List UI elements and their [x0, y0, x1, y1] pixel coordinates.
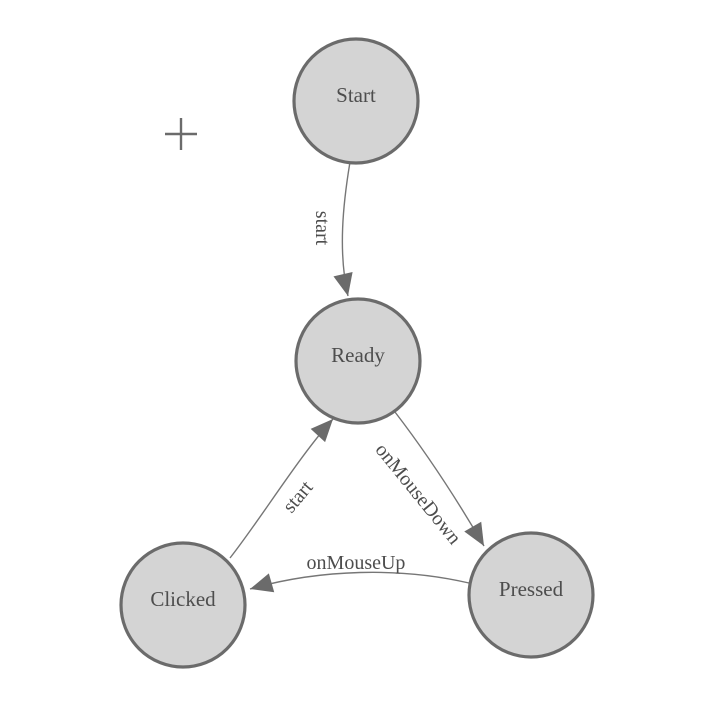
state-node-start[interactable]: Start — [292, 37, 420, 165]
state-circle[interactable] — [292, 37, 420, 165]
state-circle[interactable] — [467, 531, 595, 659]
transition-clicked-to-ready[interactable]: start — [229, 418, 334, 559]
transition-path[interactable] — [249, 571, 470, 593]
state-node-pressed[interactable]: Pressed — [467, 531, 595, 659]
state-circle[interactable] — [294, 297, 422, 425]
states-layer: Start Ready Clicked Pressed — [119, 37, 595, 669]
state-label: Start — [336, 83, 376, 107]
state-circle[interactable] — [119, 541, 247, 669]
transition-start-to-ready[interactable]: start — [311, 161, 353, 297]
transition-path[interactable] — [229, 418, 334, 559]
transition-pressed-to-clicked[interactable]: onMouseUp — [249, 552, 470, 593]
origin-crosshair-icon — [165, 118, 197, 150]
transition-path[interactable] — [394, 411, 485, 547]
transition-label: onMouseDown — [371, 439, 466, 549]
transition-path[interactable] — [333, 161, 353, 297]
state-node-clicked[interactable]: Clicked — [119, 541, 247, 669]
transition-label: onMouseUp — [307, 552, 406, 574]
state-node-ready[interactable]: Ready — [294, 297, 422, 425]
state-label: Pressed — [499, 577, 564, 601]
state-label: Ready — [331, 343, 385, 367]
transition-ready-to-pressed[interactable]: onMouseDown — [371, 411, 485, 549]
state-label: Clicked — [150, 587, 216, 611]
transition-label: start — [311, 211, 333, 246]
